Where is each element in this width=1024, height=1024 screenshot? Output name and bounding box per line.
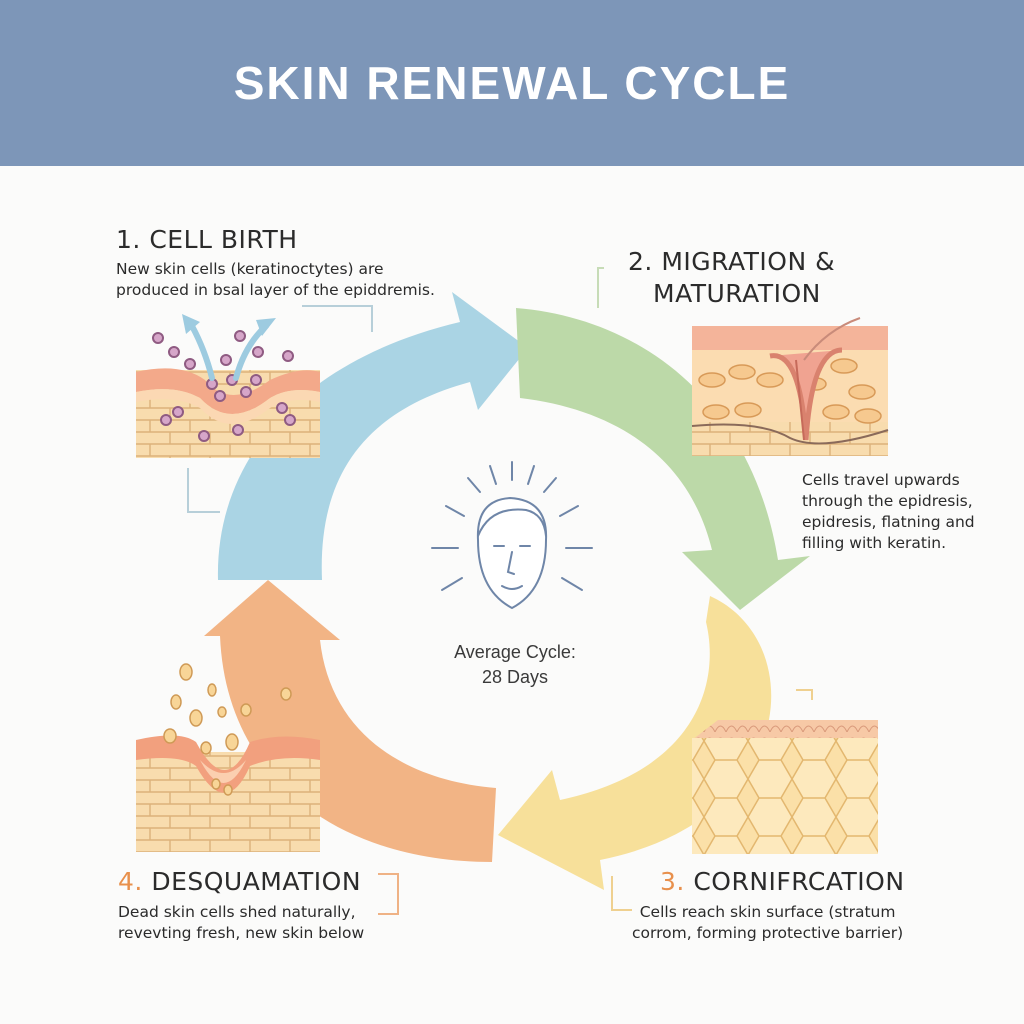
step-4-description: Dead skin cells shed naturally, revevtin…	[118, 903, 365, 942]
average-cycle-value: 28 Days	[481, 667, 549, 687]
page-title: SKIN RENEWAL CYCLE	[233, 57, 791, 109]
step-1-description: New skin cells (keratinoctytes) are prod…	[116, 260, 435, 299]
arrow-cell-birth	[217, 292, 529, 580]
title-banner: SKIN RENEWAL CYCLE	[0, 0, 1024, 166]
migration-illustration	[691, 317, 889, 456]
step-4-title: 4. DESQUAMATION	[118, 867, 362, 896]
desquamation-illustration	[136, 663, 320, 852]
face-icon	[431, 461, 593, 610]
arrow-desquamation	[204, 580, 496, 862]
arrow-migration	[516, 308, 810, 610]
cornification-illustration	[692, 720, 878, 854]
step-3-description: Cells reach skin surface (stratum corrom…	[632, 903, 904, 942]
step-1-title: 1. CELL BIRTH	[116, 225, 298, 254]
step-2-description: Cells travel upwards through the epidres…	[802, 471, 975, 552]
cell-birth-illustration	[136, 314, 320, 458]
callout-lines	[187, 267, 813, 915]
step-2-title: 2. MIGRATION & MATURATION	[628, 247, 836, 308]
step-3-title: 3. CORNIFRCATION	[660, 867, 905, 896]
average-cycle-label: Average Cycle: 28 Days	[420, 640, 610, 690]
